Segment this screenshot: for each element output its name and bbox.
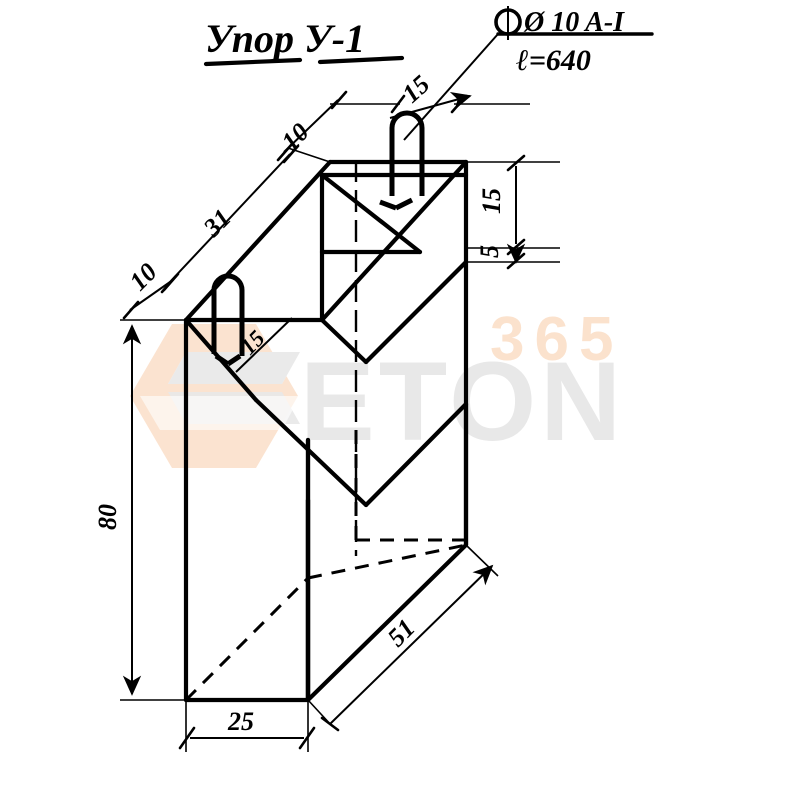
dimension-15-right-label: 15 [477, 188, 506, 214]
dimension-15-right: 15 [466, 154, 560, 256]
dimension-25: 25 [178, 700, 316, 752]
rebar-loop-lower [211, 273, 245, 367]
dimension-80-label: 80 [93, 504, 122, 530]
dimension-10-lower: 10 [122, 257, 180, 320]
rebar-callout-line2: ℓ=640 [516, 44, 591, 77]
page-title: Упор У-1 [203, 16, 405, 67]
rebar-callout: Ø 10 A-I ℓ=640 [403, 6, 654, 141]
solid-body-edges [183, 159, 469, 703]
hidden-edges [184, 420, 467, 702]
page-title-text: Упор У-1 [205, 16, 365, 61]
rebar-loop-upper [379, 110, 425, 211]
dimension-25-label: 25 [227, 707, 254, 736]
dimension-31-label: 31 [197, 203, 237, 243]
dimension-80: 80 [93, 319, 186, 701]
dimension-5-right: 5 [466, 243, 560, 270]
dimension-15-top-label: 15 [397, 70, 436, 109]
rebar-callout-line1: Ø 10 A-I [523, 7, 625, 38]
dimension-10-upper: 10 [276, 90, 348, 163]
dimension-5-right-label: 5 [475, 245, 504, 258]
